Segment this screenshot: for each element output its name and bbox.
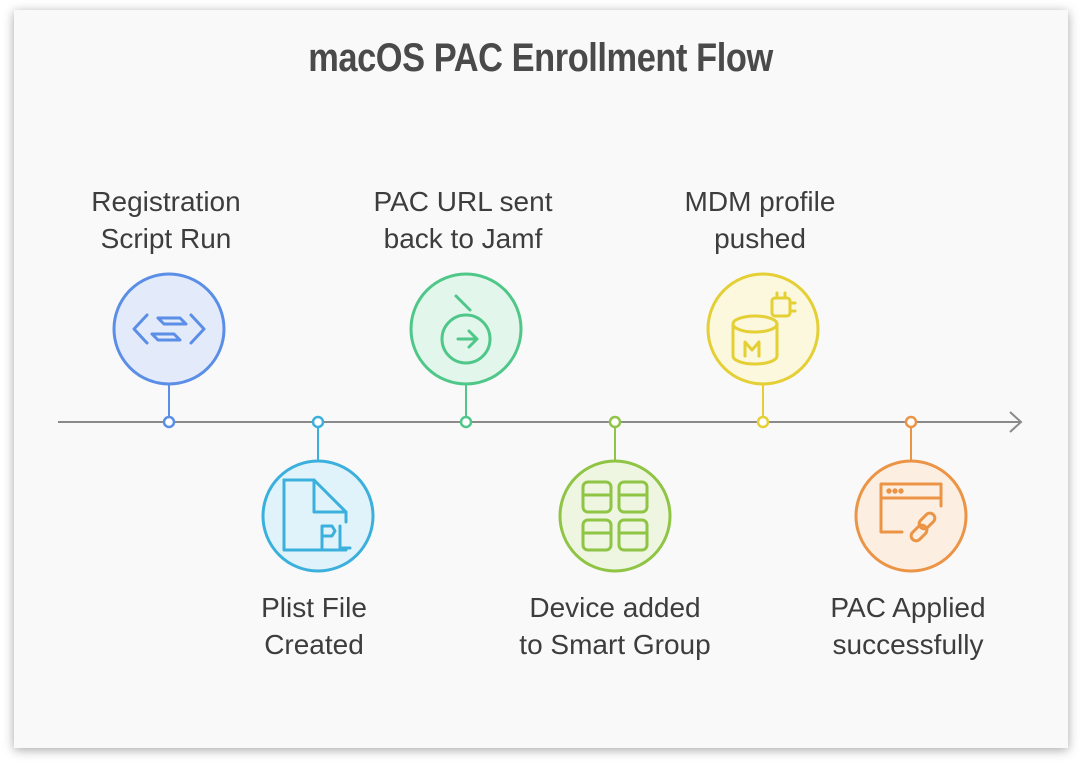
step-label-plist: Plist File Created [184,589,444,663]
label-line: Created [264,629,364,660]
step-dot [459,415,473,429]
step-dot [756,415,770,429]
step-label-registration: Registration Script Run [36,183,296,257]
grid-group-icon [581,480,649,552]
step-label-mdm-profile: MDM profile pushed [630,183,890,257]
step-smart-group [558,415,672,573]
step-label-smart-group: Device added to Smart Group [485,589,745,663]
label-line: PAC Applied [830,592,986,623]
step-dot [608,415,622,429]
step-circle [706,272,820,386]
label-line: Registration [91,186,241,217]
step-pac-url [409,272,523,429]
mdm-database-icon [731,291,797,366]
step-circle [409,272,523,386]
label-line: successfully [832,629,984,660]
label-line: MDM profile [684,186,836,217]
step-pac-applied [854,415,968,573]
label-line: PAC URL sent [373,186,553,217]
label-line: Device added [529,592,701,623]
step-dot [904,415,918,429]
label-line: to Smart Group [519,629,711,660]
plist-file-icon [282,478,352,552]
label-line: Plist File [261,592,367,623]
timeline-arrowhead [1009,411,1023,433]
step-circle [854,459,968,573]
browser-link-icon [879,482,943,543]
step-mdm-profile [706,272,820,429]
step-label-pac-url: PAC URL sent back to Jamf [333,183,593,257]
step-registration [112,272,226,429]
step-plist [261,415,375,573]
label-line: pushed [714,223,806,254]
diagram-title: macOS PAC Enrollment Flow [308,36,773,80]
code-exchange-icon [132,313,206,345]
step-circle [112,272,226,386]
step-dot [162,415,176,429]
arrow-circle-icon [440,294,492,365]
label-line: back to Jamf [383,223,543,254]
step-circle [558,459,672,573]
step-circle [261,459,375,573]
step-dot [311,415,325,429]
step-label-pac-applied: PAC Applied successfully [778,589,1038,663]
label-line: Script Run [100,223,232,254]
